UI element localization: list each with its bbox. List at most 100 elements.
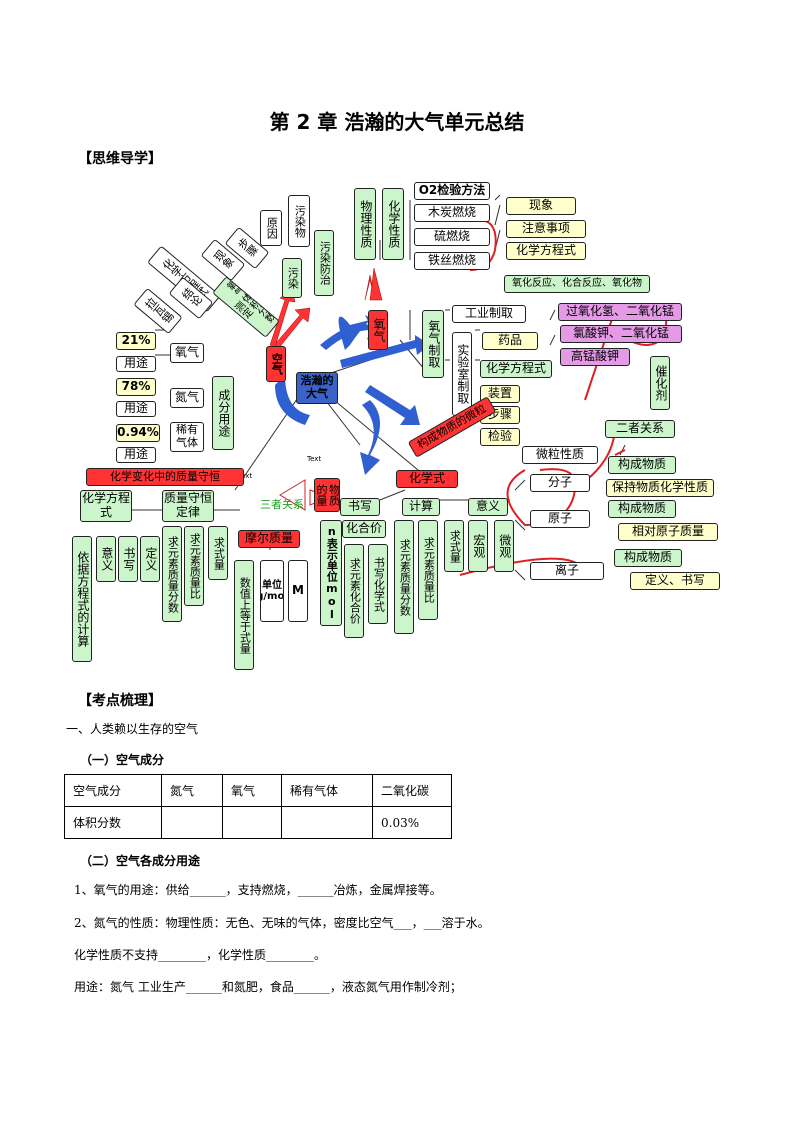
node-calc: 计算	[402, 498, 440, 516]
node-formula: 化学式	[396, 470, 458, 488]
node-phenomenon: 现象	[506, 197, 576, 215]
node-pollution: 污染	[282, 258, 302, 298]
node-def-write: 定义、书写	[630, 572, 720, 590]
node-find-valence: 求元素化合价	[344, 544, 364, 638]
node-molar-mass: 摩尔质量	[238, 530, 300, 548]
table-cell: 0.03%	[372, 806, 452, 839]
node-charcoal: 木炭燃烧	[414, 204, 490, 222]
node-industrial: 工业制取	[452, 305, 526, 323]
node-find-mass-ratio: 求元素质量比	[184, 526, 204, 606]
table-cell: 氮气	[161, 774, 223, 807]
node-conservation: 化学变化中的质量守恒	[86, 468, 244, 486]
node-pollutant: 污染物	[288, 195, 310, 247]
table-cell	[281, 806, 373, 839]
label-three: 三者关系	[260, 498, 304, 511]
heading-air-uses: （二）空气各成分用途	[80, 854, 201, 868]
node-air: 空气	[266, 346, 286, 382]
node-macro: 宏观	[468, 520, 488, 572]
table-cell: 体积分数	[64, 806, 162, 839]
node-reason: 原因	[260, 210, 282, 246]
table-row: 体积分数 0.03%	[64, 806, 452, 839]
node-particles: 微粒性质	[522, 446, 598, 464]
table-cell: 氧气	[222, 774, 282, 807]
table-cell	[222, 806, 282, 839]
node-sulfur: 硫燃烧	[414, 228, 490, 246]
node-prevention: 污染防治	[314, 230, 334, 296]
node-micro2: 微观	[494, 520, 514, 572]
node-valence: 化合价	[342, 520, 386, 538]
node-chem-eq: 化学方程式	[80, 490, 132, 522]
section-heading-mindmap: 【思维导学】	[78, 151, 162, 167]
node-relation: 二者关系	[605, 420, 675, 438]
node-M: M	[288, 560, 308, 622]
table-cell: 空气成分	[64, 774, 162, 807]
node-equation1: 化学方程式	[506, 242, 586, 260]
node-lab: 实验室制取	[452, 332, 472, 416]
node-check: 检验	[480, 428, 520, 446]
table-cell	[161, 806, 223, 839]
node-amount: 物质的量	[314, 478, 340, 512]
node-meaning: 意义	[468, 498, 508, 516]
node-constitute1: 构成物质	[608, 456, 676, 474]
line-oxygen-use: 1、氧气的用途：供给______，支持燃烧，______冶炼，金属焊接等。	[74, 883, 442, 897]
node-unit: 单位g/mol	[260, 560, 284, 622]
mind-map: 原因 污染物 污染防治 污染 化学方程式 现象 步骤 氧气体积分数测定 结论 拉…	[70, 180, 730, 680]
node-write: 书写	[340, 498, 380, 516]
node-write-formula: 书写化学式	[368, 544, 388, 624]
node-notes: 注意事项	[506, 220, 586, 238]
text-placeholder-2: Text	[307, 455, 322, 463]
node-use1: 用途	[116, 356, 156, 372]
node-formula-mass: 求式量	[444, 520, 464, 572]
node-constitute3: 构成物质	[614, 549, 682, 567]
page-title: 第 2 章 浩瀚的大气单元总结	[269, 110, 525, 134]
node-pct21: 21%	[116, 332, 156, 350]
node-reactions: 氧化反应、化合反应、氧化物	[504, 275, 650, 293]
node-h2o2: 过氧化氢、二氧化锰	[558, 303, 682, 321]
text-placeholder-1: Text	[238, 472, 253, 480]
node-physical: 物理性质	[354, 188, 376, 260]
node-kmno4: 高锰酸钾	[560, 348, 630, 366]
node-kclo3: 氯酸钾、二氧化锰	[560, 325, 682, 343]
node-rel-mass: 相对原子质量	[618, 523, 718, 541]
node-ion: 离子	[530, 562, 604, 580]
heading-air-composition: （一）空气成分	[80, 753, 165, 767]
node-mass-fraction: 求元素质量分数	[394, 520, 414, 634]
node-o2-test: O2检验方法	[414, 182, 490, 200]
node-by-eq: 依据方程式的计算	[72, 536, 92, 662]
line-nitrogen-property: 2、氮气的性质：物理性质：无色、无味的气体，密度比空气___，___溶于水。	[74, 916, 490, 930]
node-pct78: 78%	[116, 378, 156, 396]
node-n-mol: n表示单位mol	[320, 520, 342, 626]
node-mass-law: 质量守恒定律	[162, 490, 214, 522]
node-find-formula-mass: 求式量	[208, 526, 228, 580]
node-equation2: 化学方程式	[480, 360, 552, 378]
node-use3: 用途	[116, 447, 156, 463]
node-iron: 铁丝燃烧	[414, 252, 490, 270]
air-composition-table: 空气成分 氮气 氧气 稀有气体 二氧化碳 体积分数 0.03%	[64, 774, 452, 839]
section-heading-points: 【考点梳理】	[78, 693, 162, 709]
node-mass-ratio: 求元素质量比	[418, 520, 438, 620]
node-meaning2: 意义	[96, 536, 116, 582]
node-molecule: 分子	[530, 474, 590, 492]
node-write2: 书写	[118, 536, 138, 582]
node-chemical: 化学性质	[382, 188, 404, 260]
node-constitute2: 构成物质	[608, 500, 676, 518]
node-keep-prop: 保持物质化学性质	[606, 479, 714, 497]
table-row: 空气成分 氮气 氧气 稀有气体 二氧化碳	[64, 774, 452, 807]
node-center: 浩瀚的大气	[296, 372, 338, 404]
node-pct094: 0.94%	[116, 424, 160, 442]
node-o2-prep: 氧气制取	[422, 310, 444, 378]
node-drugs: 药品	[482, 332, 538, 350]
node-catalyst: 催化剂	[650, 356, 670, 410]
table-cell: 稀有气体	[281, 774, 373, 807]
node-definition: 定义	[140, 536, 160, 582]
node-atom: 原子	[530, 510, 590, 528]
node-composition: 成分用途	[212, 376, 234, 450]
node-oxygen: 氧气	[368, 310, 388, 350]
node-rare-gas: 稀有气体	[170, 422, 204, 452]
table-cell: 二氧化碳	[372, 774, 452, 807]
node-o2-name: 氧气	[170, 343, 204, 363]
node-find-mass-frac: 求元素质量分数	[162, 526, 182, 622]
node-numeric: 数值上等于式量	[234, 560, 254, 670]
node-n2-name: 氮气	[170, 388, 204, 408]
line-nitrogen-use: 用途：氮气 工业生产______和氮肥，食品______，液态氮气用作制冷剂；	[74, 980, 462, 994]
